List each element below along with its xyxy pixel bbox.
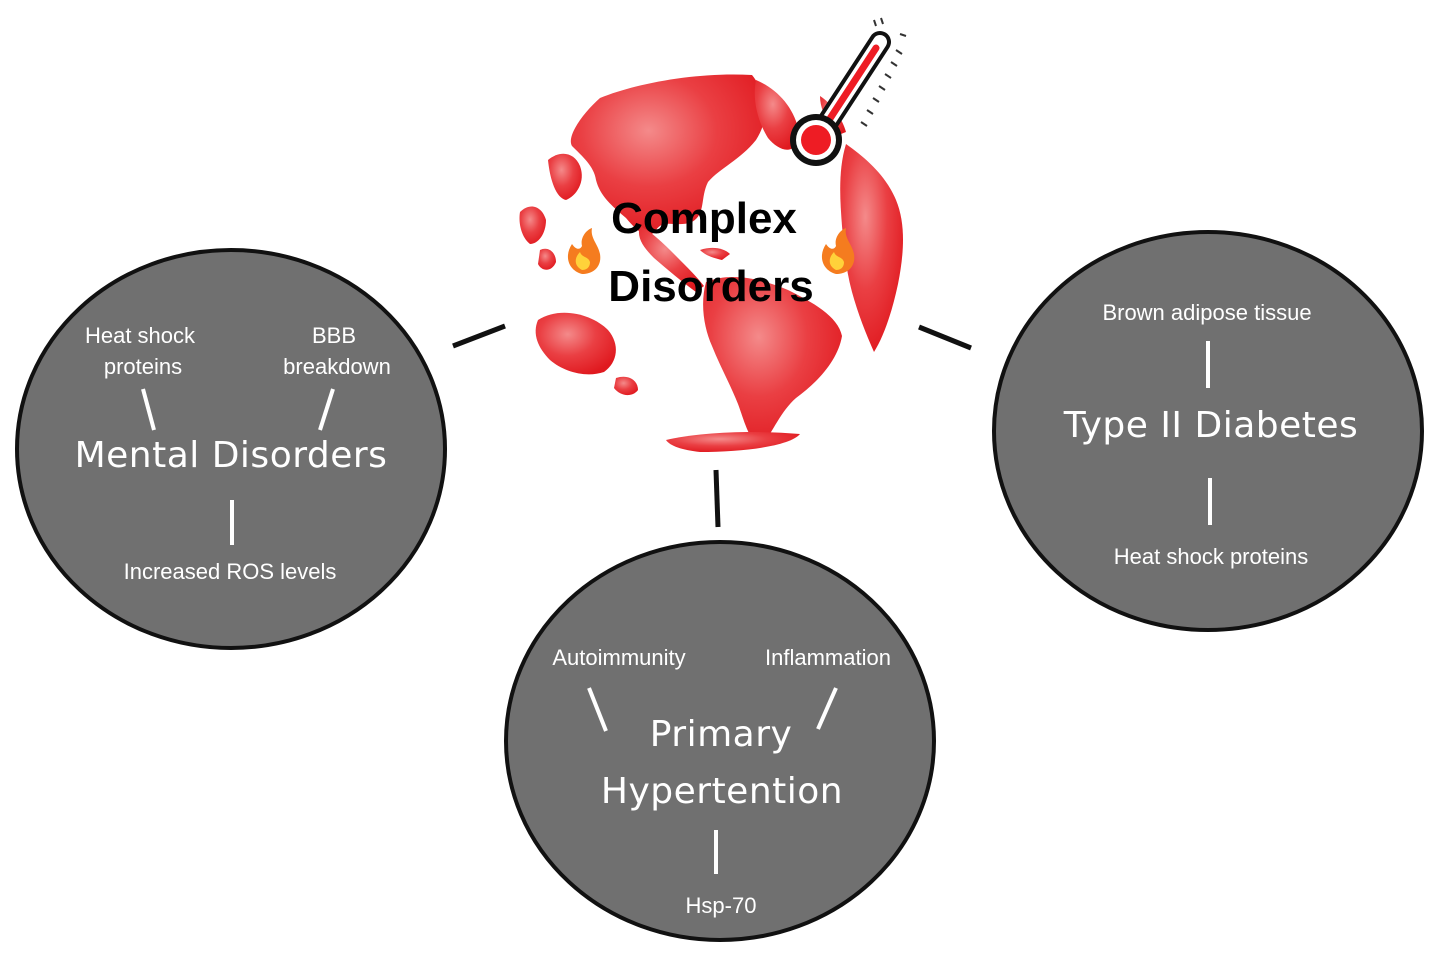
connector-right: [918, 324, 972, 351]
node-title-primary-hypertention-line-2: Hypertention: [600, 771, 844, 812]
connector-left: [452, 323, 506, 349]
fire-icon: [567, 228, 601, 274]
link-stroke: [141, 388, 156, 431]
factor-label: proteins: [103, 354, 183, 379]
factor-label: BBB: [311, 323, 357, 348]
center-title-line-2: Disorders: [608, 262, 814, 311]
link-stroke: [318, 388, 335, 431]
factor-label: Hsp-70: [685, 893, 757, 918]
factor-label: Brown adipose tissue: [1102, 300, 1312, 325]
factor-label: Inflammation: [765, 645, 891, 670]
center-title-line-1: Complex: [611, 194, 797, 243]
node-title-mental-disorders: Mental Disorders: [74, 435, 388, 476]
node-circle-primary-hypertention: [504, 540, 936, 942]
connector-bottom: [713, 469, 721, 528]
node-circle-mental-disorders: [15, 248, 447, 650]
node-title-primary-hypertention-line-1: Primary: [649, 714, 793, 755]
fire-icon: [821, 228, 855, 274]
thermometer-icon: [790, 17, 907, 166]
node-title-type-ii-diabetes: Type II Diabetes: [1063, 405, 1359, 446]
node-circle-type-ii-diabetes: [992, 230, 1424, 632]
link-stroke: [816, 687, 838, 730]
link-stroke: [587, 687, 608, 732]
factor-label: breakdown: [283, 354, 391, 379]
factor-label: Autoimmunity: [552, 645, 686, 670]
factor-label: Increased ROS levels: [123, 559, 337, 584]
factor-label: Heat shock proteins: [1113, 544, 1309, 569]
factor-label: Heat shock: [84, 323, 196, 348]
